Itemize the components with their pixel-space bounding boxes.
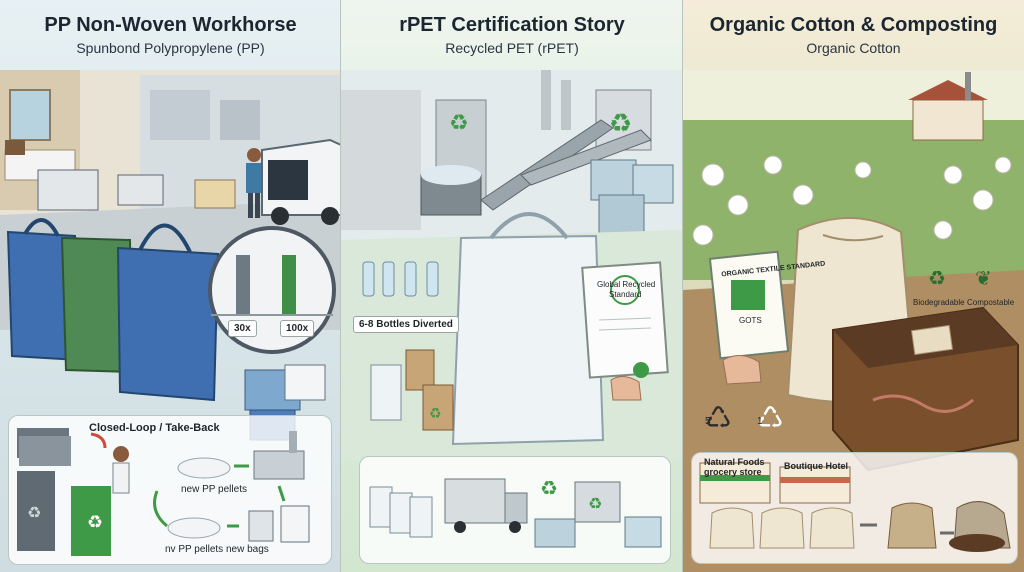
- panel-cotton: ♺ ♺ ♻ ❦ Organic Cotton & Composting Orga…: [683, 0, 1024, 572]
- recycle-icon: ♻: [609, 109, 632, 139]
- recycle-5-number: 5: [705, 416, 711, 427]
- panel-rpet: ♻ ♻ ♻ rPET Certification S: [341, 0, 683, 572]
- boutique-hotel-label: Boutique Hotel: [784, 461, 848, 471]
- certificate-title: Global Recycled: [597, 280, 656, 289]
- panel-cotton-subtitle: Organic Cotton: [806, 40, 901, 56]
- panel-rpet-subtitle: Recycled PET (rPET): [445, 40, 579, 56]
- grocery-store-label-line2: grocery store: [704, 467, 762, 477]
- biodegradable-label: Biodegradable: [913, 298, 965, 307]
- certificate-subtitle: Standard: [609, 290, 642, 299]
- compostable-icon: ❦: [975, 266, 992, 290]
- recycle-icon: ♻: [540, 476, 558, 500]
- closed-loop-inset: ♻ ♻ Closed-Loop / Take-Back new PP pelle…: [8, 415, 332, 565]
- compostable-label: Compostable: [967, 298, 1015, 307]
- panel-pp-subtitle: Spunbond Polypropylene (PP): [76, 40, 265, 56]
- bottles-diverted-label: 6-8 Bottles Diverted: [353, 316, 459, 333]
- recycle-icon: ♻: [27, 503, 41, 522]
- panel-pp-title: PP Non-Woven Workhorse: [44, 14, 297, 36]
- panel-rpet-title: rPET Certification Story: [399, 14, 625, 36]
- recycle-icon: ♻: [429, 406, 442, 422]
- closed-loop-illustration: ♻ ♻: [17, 428, 310, 556]
- recycle-5-icon: ♺: [705, 401, 732, 436]
- rpet-loop-inset: ♻ ♻: [359, 456, 671, 564]
- cotton-compost-illustration: [699, 462, 1011, 552]
- pellets-label: new PP pellets: [181, 484, 247, 495]
- reuse-100x-label: 100x: [280, 320, 315, 337]
- pellets-new-bags-label: nv PP pellets new bags: [165, 544, 269, 555]
- gots-short-text: GOTS: [739, 316, 762, 325]
- closed-loop-label: Closed-Loop / Take-Back: [89, 422, 220, 434]
- rpet-scene-illustration: ♻ ♻ ♻: [341, 70, 683, 460]
- recycle-icon: ♻: [588, 494, 602, 513]
- panel-pp: PP Non-Woven Workhorse Spunbond Polyprop…: [0, 0, 341, 572]
- recycle-icon: ♻: [87, 512, 103, 533]
- cotton-compost-inset: Natural Foods grocery store Boutique Hot…: [691, 452, 1018, 564]
- recycle-1-icon: ♺: [757, 401, 784, 436]
- biodegradable-icon: ♻: [928, 266, 946, 290]
- reuse-30x-label: 30x: [228, 320, 257, 337]
- recycle-1-number: 1: [757, 416, 763, 427]
- panel-cotton-title: Organic Cotton & Composting: [709, 14, 998, 36]
- rpet-loop-illustration: ♻ ♻: [369, 476, 662, 548]
- recycle-icon: ♻: [449, 111, 469, 136]
- grocery-store-label-line1: Natural Foods: [704, 457, 765, 467]
- pp-scene-illustration: [0, 70, 341, 441]
